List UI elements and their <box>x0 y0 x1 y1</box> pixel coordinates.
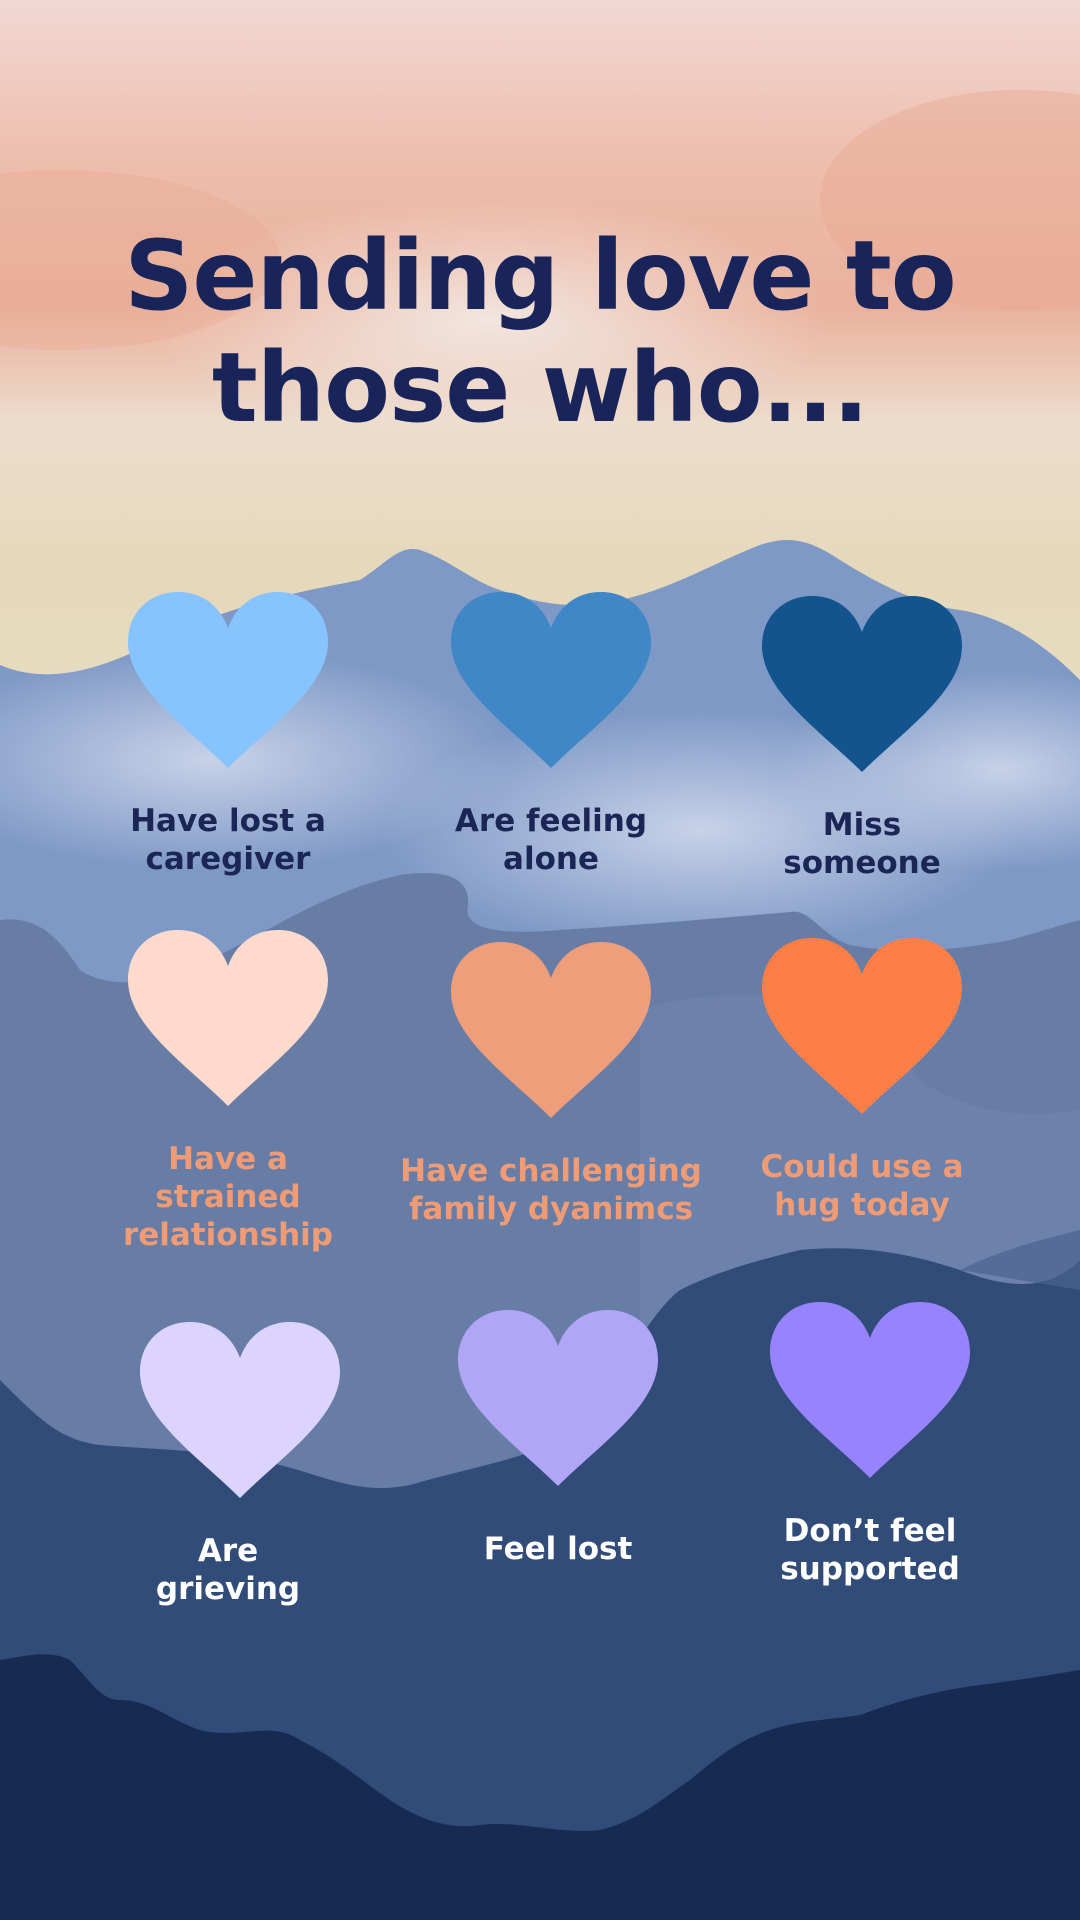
heart-icon <box>451 592 651 772</box>
heart-card: Are feeling alone <box>391 592 711 878</box>
heart-icon <box>458 1310 658 1490</box>
heart-label: Have lost a caregiver <box>130 803 326 877</box>
heart-card: Have lost a caregiver <box>68 592 388 878</box>
heart-label: Have challenging family dyanimcs <box>400 1153 702 1227</box>
heart-icon <box>128 930 328 1110</box>
heart-icon <box>451 942 651 1122</box>
heart-card: Are grieving <box>80 1322 400 1608</box>
heart-card: Have challenging family dyanimcs <box>391 942 711 1228</box>
heart-label: Feel lost <box>483 1531 633 1567</box>
heart-shape <box>140 1322 340 1498</box>
heart-shape <box>451 942 651 1118</box>
heart-shape <box>128 592 328 768</box>
title-line-2: those who... <box>211 332 869 444</box>
heart-label: Are feeling alone <box>454 803 648 877</box>
heart-shape <box>458 1310 658 1486</box>
heart-icon <box>140 1322 340 1502</box>
heart-icon <box>762 938 962 1118</box>
heart-icon <box>770 1302 970 1482</box>
heart-shape <box>762 596 962 772</box>
heart-label: Don’t feel supported <box>780 1513 960 1587</box>
heart-label: Are grieving <box>155 1533 301 1607</box>
heart-shape <box>128 930 328 1106</box>
heart-card: Miss someone <box>702 596 1022 882</box>
heart-shape <box>762 938 962 1114</box>
heart-icon <box>762 596 962 776</box>
heart-card: Feel lost <box>398 1310 718 1568</box>
heart-label: Miss someone <box>783 807 941 881</box>
heart-card: Don’t feel supported <box>710 1302 1030 1588</box>
title-line-1: Sending love to <box>124 220 957 332</box>
heart-icon <box>128 592 328 772</box>
heart-shape <box>451 592 651 768</box>
heart-card: Have a strained relationship <box>68 930 388 1254</box>
heart-label: Have a strained relationship <box>122 1141 333 1253</box>
page-title: Sending love to those who... <box>0 220 1080 444</box>
heart-label: Could use a hug today <box>760 1149 964 1223</box>
heart-card: Could use a hug today <box>702 938 1022 1224</box>
heart-shape <box>770 1302 970 1478</box>
